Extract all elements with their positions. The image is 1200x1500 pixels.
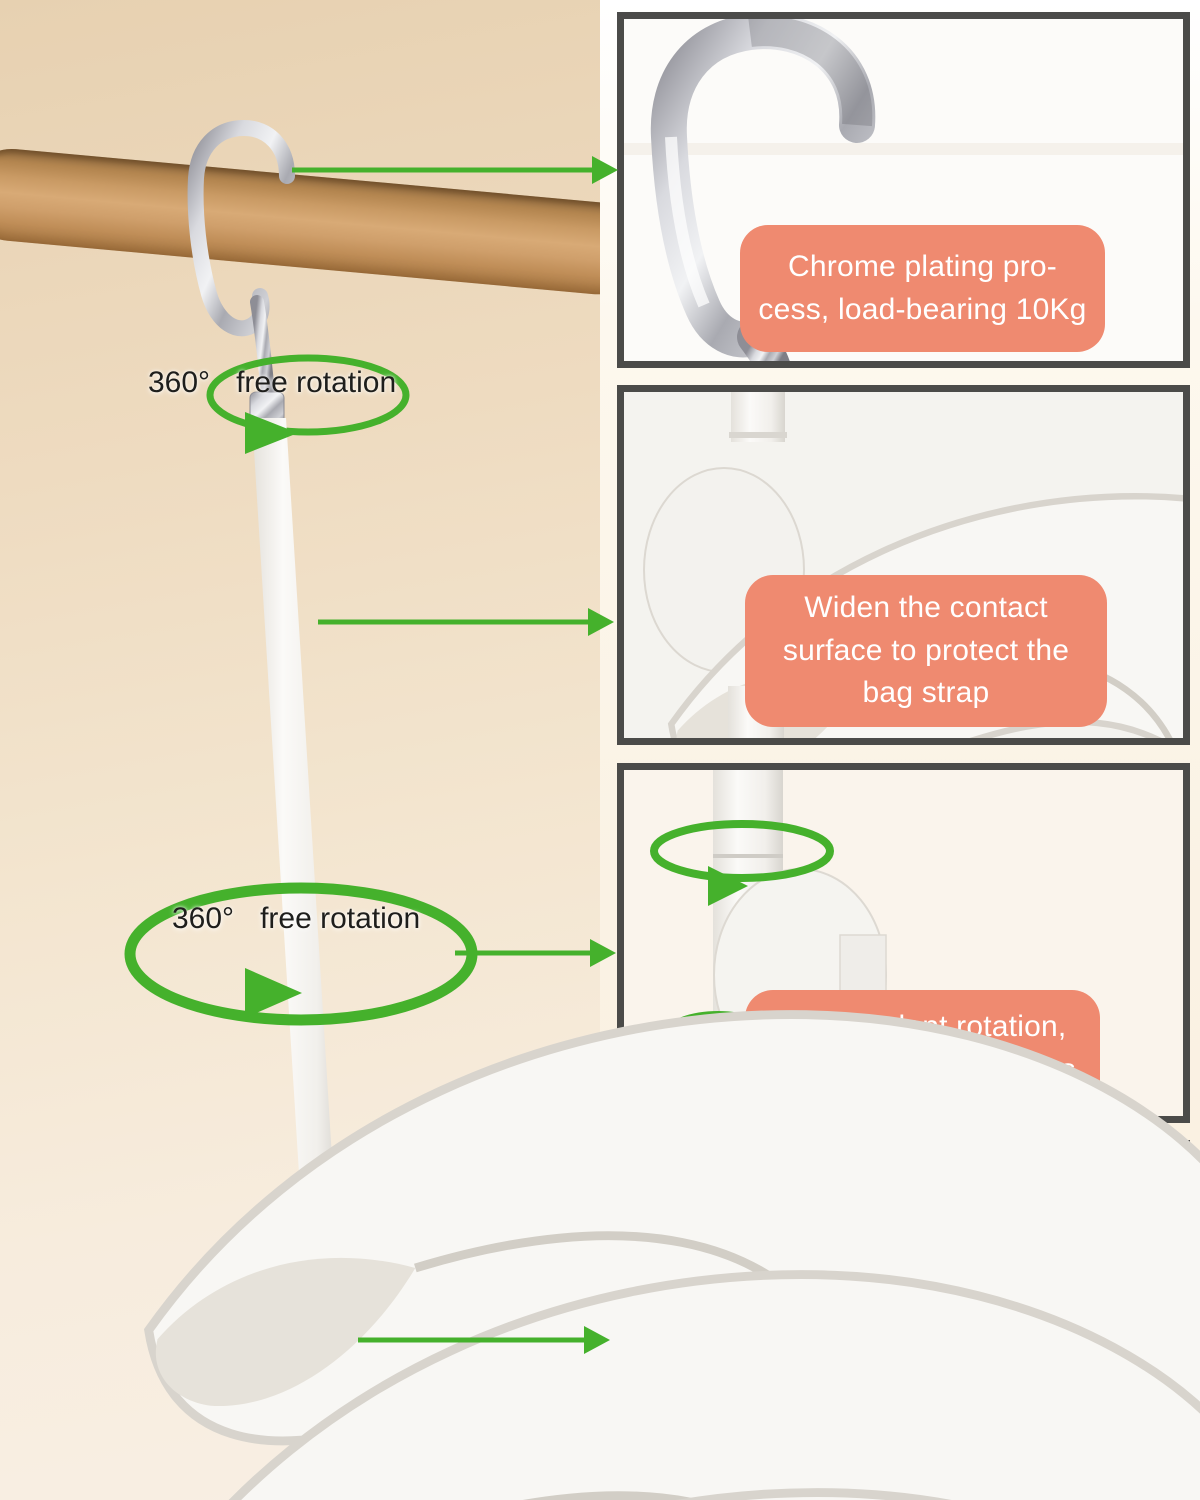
caption-line: surface to protect the (782, 633, 1070, 667)
feature-panel-curved-design: Curved design fits the suspension curve (617, 1140, 1190, 1490)
wooden-clothes-rail (0, 145, 600, 299)
rotation-degree: 360° (172, 902, 235, 935)
caption-line: cess, load-bearing 10Kg (758, 292, 1087, 326)
hook-highlight (665, 136, 710, 308)
caption-line: suspension curve (805, 1433, 1043, 1466)
rotation-text: free rotation (236, 366, 397, 399)
arrow-right-icon (708, 866, 748, 906)
rotation-label-top: 360° free rotation (148, 366, 396, 400)
feature-panel-wide-cradle: Widen the contact surface to protect the… (617, 385, 1190, 745)
caption-pill: Independent rotation, flexible access to… (745, 990, 1100, 1108)
caption-pill: Widen the contact surface to protect the… (745, 575, 1107, 727)
caption-pill: Curved design fits the suspension curve (743, 1375, 1105, 1483)
feature-panel-chrome-hook: Chrome plating pro- cess, load-bearing 1… (617, 12, 1190, 368)
feature-panel-independent-rotation: Independent rotation, flexible access to… (617, 763, 1190, 1123)
caption-pill: Chrome plating pro- cess, load-bearing 1… (740, 225, 1105, 352)
background-shadow-line (624, 143, 1183, 155)
chrome-hook-illustration (624, 19, 1183, 361)
large-hook-curve (650, 19, 876, 358)
hook-dark-reflection (748, 19, 873, 127)
photo-scene (0, 0, 600, 1500)
caption-line: flexible access to bags (769, 1053, 1076, 1086)
caption-line: bag strap (862, 676, 990, 710)
caption-line: Curved design fits the (776, 1390, 1072, 1424)
rotation-text: free rotation (260, 902, 421, 935)
rotation-degree: 360° (148, 366, 211, 399)
pole (808, 1147, 856, 1269)
pole-joint-line (729, 432, 787, 438)
rotation-label-middle: 360° free rotation (172, 902, 420, 936)
rotation-ellipse-icon (650, 820, 834, 882)
pole-joint-line (713, 854, 783, 858)
caption-line: Widen the contact (804, 591, 1048, 625)
caption-line: Chrome plating pro- (788, 249, 1057, 283)
caption-line: Independent rotation, (778, 1010, 1067, 1044)
